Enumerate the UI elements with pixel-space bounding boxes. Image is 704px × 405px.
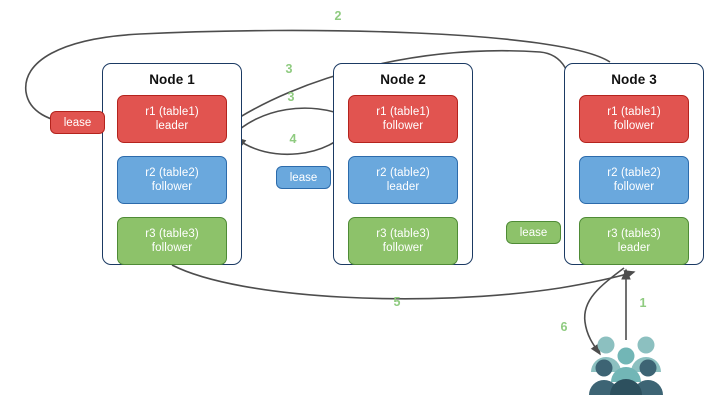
replica-name: r1 (table1) <box>145 106 199 118</box>
replica-name: r2 (table2) <box>376 167 430 179</box>
node-2-title: Node 2 <box>380 72 426 87</box>
replica-r1-node-2[interactable]: r1 (table1) follower <box>348 95 458 143</box>
lease-chip-table2[interactable]: lease <box>276 166 331 189</box>
lease-label: lease <box>63 116 92 129</box>
replica-name: r1 (table1) <box>376 106 430 118</box>
node-3-replicas: r1 (table1) follower r2 (table2) followe… <box>579 95 689 265</box>
replica-name: r1 (table1) <box>607 106 661 118</box>
replica-r2-node-3[interactable]: r2 (table2) follower <box>579 156 689 204</box>
edge-label-1: 1 <box>639 296 647 310</box>
replica-r1-node-3[interactable]: r1 (table1) follower <box>579 95 689 143</box>
replica-role: leader <box>617 242 651 254</box>
replica-name: r3 (table3) <box>376 228 430 240</box>
replica-role: follower <box>613 120 655 132</box>
replica-r1-node-1[interactable]: r1 (table1) leader <box>117 95 227 143</box>
replica-r3-node-3[interactable]: r3 (table3) leader <box>579 217 689 265</box>
edge-label-6: 6 <box>560 320 568 334</box>
lease-label: lease <box>519 226 548 239</box>
node-2[interactable]: Node 2 r1 (table1) follower r2 (table2) … <box>333 63 473 265</box>
edge-2-path <box>25 29 611 128</box>
replica-role: follower <box>151 181 193 193</box>
replica-r3-node-1[interactable]: r3 (table3) follower <box>117 217 227 265</box>
edge-6-path <box>583 267 625 356</box>
replica-role: leader <box>155 120 189 132</box>
replica-name: r2 (table2) <box>145 167 199 179</box>
users-icon <box>589 336 663 395</box>
edge-5-path <box>171 264 636 300</box>
replica-r3-node-2[interactable]: r3 (table3) follower <box>348 217 458 265</box>
replica-role: follower <box>613 181 655 193</box>
node-3[interactable]: Node 3 r1 (table1) follower r2 (table2) … <box>564 63 704 265</box>
edge-label-3-lower: 3 <box>287 90 295 104</box>
replica-role: follower <box>382 242 424 254</box>
replica-name: r3 (table3) <box>145 228 199 240</box>
replica-role: leader <box>386 181 420 193</box>
lease-label: lease <box>289 171 318 184</box>
node-1[interactable]: Node 1 r1 (table1) leader r2 (table2) fo… <box>102 63 242 265</box>
replica-r2-node-1[interactable]: r2 (table2) follower <box>117 156 227 204</box>
node-3-title: Node 3 <box>611 72 657 87</box>
replica-name: r2 (table2) <box>607 167 661 179</box>
node-2-replicas: r1 (table1) follower r2 (table2) leader … <box>348 95 458 265</box>
replica-r2-node-2[interactable]: r2 (table2) leader <box>348 156 458 204</box>
lease-chip-table1[interactable]: lease <box>50 111 105 134</box>
edge-label-5: 5 <box>393 295 401 309</box>
lease-chip-table3[interactable]: lease <box>506 221 561 244</box>
replica-name: r3 (table3) <box>607 228 661 240</box>
replica-role: follower <box>151 242 193 254</box>
edge-label-4: 4 <box>289 132 297 146</box>
edge-label-2: 2 <box>334 9 342 23</box>
node-1-replicas: r1 (table1) leader r2 (table2) follower … <box>117 95 227 265</box>
edge-label-3-upper: 3 <box>285 62 293 76</box>
node-1-title: Node 1 <box>149 72 195 87</box>
replica-role: follower <box>382 120 424 132</box>
